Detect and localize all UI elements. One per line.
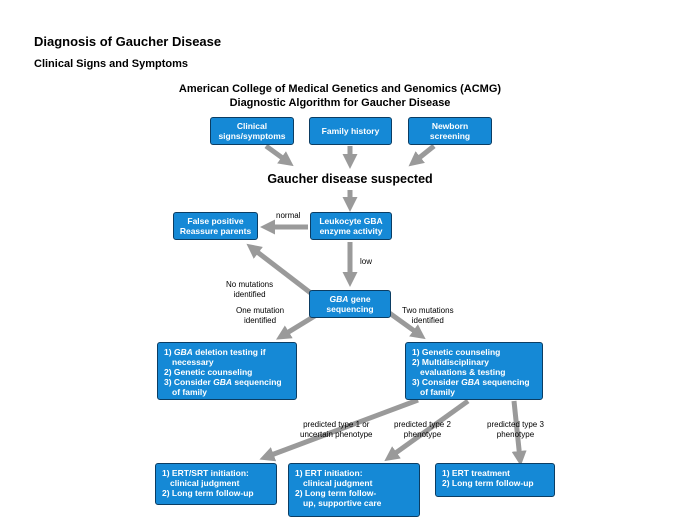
leukocyte-line2: enzyme activity	[319, 226, 383, 236]
two-mutation-line2-cont: evaluations & testing	[420, 367, 506, 377]
label-normal: normal	[276, 211, 301, 220]
leukocyte-line1: Leukocyte GBA	[319, 216, 383, 226]
false-positive-box: False positive Reassure parents	[173, 212, 258, 240]
diagram-title-line2: Diagnostic Algorithm for Gaucher Disease	[229, 97, 451, 109]
clinical-signs-box: Clinical signs/symptoms	[210, 117, 294, 145]
ert-init-line2: 2) Long term follow-	[295, 488, 377, 498]
one-mutation-line1-cont: necessary	[172, 357, 214, 367]
one-mutation-l3-pre: 3) Consider	[164, 377, 214, 387]
arrow-two-to-ert-init	[384, 398, 470, 462]
arrow-two-to-ert-treat	[511, 400, 527, 466]
label-no-mutations: No mutations identified	[226, 280, 273, 300]
label-type2-1: predicted type 2	[394, 420, 451, 429]
ert-init-line2-cont: up, supportive care	[303, 498, 382, 508]
clinical-signs-line2: signs/symptoms	[218, 131, 286, 141]
newborn-screening-box: Newborn screening	[408, 117, 492, 145]
two-mutation-l3-gene: GBA	[461, 377, 481, 387]
diagram-title: American College of Medical Genetics and…	[150, 82, 530, 110]
two-mutation-box: 1) Genetic counseling 2) Multidisciplina…	[405, 342, 543, 400]
ert-treat-line1: 1) ERT treatment	[442, 468, 511, 478]
arrow-gba-to-two-mutation	[386, 309, 426, 340]
label-type3-1: predicted type 3	[487, 420, 544, 429]
ert-treatment-box: 1) ERT treatment 2) Long term follow-up	[435, 463, 555, 497]
two-mutation-line3-cont: of family	[420, 387, 455, 397]
newborn-screening-line2: screening	[429, 131, 471, 141]
ert-init-line1-cont: clinical judgment	[303, 478, 373, 488]
false-positive-line1: False positive	[187, 216, 244, 226]
gaucher-suspected-text: Gaucher disease suspected	[267, 172, 433, 186]
label-two-mutations-2: identified	[411, 316, 444, 325]
label-no-mutations-1: No mutations	[226, 280, 274, 289]
label-type2-2: phenotype	[403, 430, 442, 439]
one-mutation-line3: 3) Consider GBA sequencing	[164, 377, 290, 387]
label-no-mutations-2: identified	[233, 290, 266, 299]
two-mutation-l3-post: sequencing	[480, 377, 530, 387]
two-mutation-l3-pre: 3) Consider	[412, 377, 462, 387]
label-two-mutations: Two mutations identified	[402, 306, 454, 326]
ert-treat-line2: 2) Long term follow-up	[442, 478, 534, 488]
one-mutation-l1-gene: GBA	[173, 347, 193, 357]
one-mutation-l3-gene: GBA	[213, 377, 233, 387]
family-history-line1: Family history	[321, 126, 380, 136]
ert-init-line1: 1) ERT initiation:	[295, 468, 363, 478]
label-low: low	[360, 257, 373, 266]
gba-sequencing-line2: sequencing	[326, 304, 374, 314]
arrow-newborn-to-suspected	[408, 144, 436, 167]
label-two-mutations-1: Two mutations	[402, 306, 454, 315]
leukocyte-gba-box: Leukocyte GBA enzyme activity	[310, 212, 392, 240]
ert-srt-line2: 2) Long term follow-up	[162, 488, 254, 498]
family-history-box: Family history	[309, 117, 392, 145]
one-mutation-line1: 1) GBA deletion testing if	[164, 347, 290, 357]
page-subtitle: Clinical Signs and Symptoms	[34, 58, 189, 70]
gba-sequencing-line1: GBA gene	[329, 294, 370, 304]
page-title: Diagnosis of Gaucher Disease	[34, 34, 222, 49]
label-type1-2: uncertain phenotype	[300, 430, 373, 439]
label-type2: predicted type 2 phenotype	[394, 420, 451, 440]
diagram-title-line1: American College of Medical Genetics and…	[178, 83, 502, 95]
ert-srt-line1: 1) ERT/SRT initiation:	[162, 468, 249, 478]
label-one-mutation-2: identified	[244, 316, 277, 325]
one-mutation-l3-post: sequencing	[232, 377, 282, 387]
label-type3-2: phenotype	[496, 430, 535, 439]
label-one-mutation: One mutation identified	[236, 306, 284, 326]
label-type3: predicted type 3 phenotype	[487, 420, 544, 440]
gba-gene-italic: GBA	[329, 294, 349, 304]
ert-initiation-box: 1) ERT initiation: clinical judgment 2) …	[288, 463, 420, 517]
arrow-gba-to-false-positive	[246, 243, 314, 296]
two-mutation-line1: 1) Genetic counseling	[412, 347, 501, 357]
ert-srt-box: 1) ERT/SRT initiation: clinical judgment…	[155, 463, 277, 505]
ert-srt-line1-cont: clinical judgment	[170, 478, 240, 488]
label-type1-1: predicted type 1 or	[303, 420, 370, 429]
two-mutation-line2: 2) Multidisciplinary	[412, 357, 489, 367]
gba-sequencing-box: GBA gene sequencing	[309, 290, 391, 318]
one-mutation-line2: 2) Genetic counseling	[164, 367, 253, 377]
one-mutation-l1-post: deletion testing if	[192, 347, 266, 357]
clinical-signs-line1: Clinical	[236, 121, 268, 131]
one-mutation-box: 1) GBA deletion testing if necessary 2) …	[157, 342, 297, 400]
label-type1: predicted type 1 or uncertain phenotype	[300, 420, 373, 440]
two-mutation-line3: 3) Consider GBA sequencing	[412, 377, 536, 387]
false-positive-line2: Reassure parents	[179, 226, 252, 236]
label-one-mutation-1: One mutation	[236, 306, 285, 315]
one-mutation-l1-pre: 1)	[164, 347, 174, 357]
gba-gene-rest: gene	[348, 294, 371, 304]
newborn-screening-line1: Newborn	[431, 121, 469, 131]
arrow-clinical-to-suspected	[264, 143, 294, 167]
arrow-two-to-ert-srt	[259, 397, 419, 462]
one-mutation-line3-cont: of family	[172, 387, 207, 397]
